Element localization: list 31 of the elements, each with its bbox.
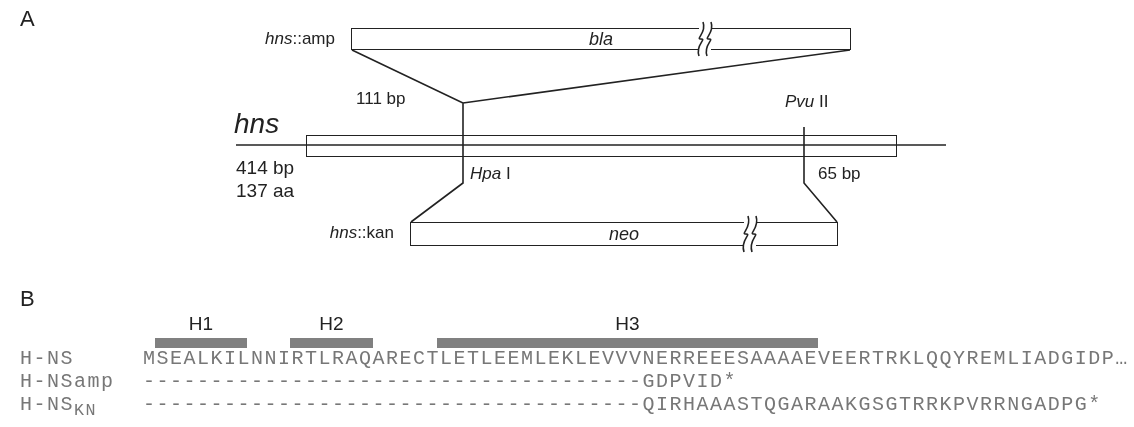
insertion-line bbox=[803, 126, 838, 223]
gene-box bbox=[410, 222, 838, 246]
insertion-line bbox=[410, 134, 464, 223]
gene-label: bla bbox=[589, 28, 613, 50]
row-name: H-NS$_{KN}$ bbox=[20, 395, 97, 420]
row-name: H-NSamp bbox=[20, 372, 115, 392]
helix-label: H1 bbox=[188, 313, 214, 334]
helix-bar bbox=[437, 338, 818, 348]
gene-name: hns bbox=[234, 110, 280, 138]
row-name: H-NS bbox=[20, 349, 74, 369]
helix-bar bbox=[155, 338, 247, 348]
sequence: MSEALKILNNIRTLRAQARECTLETLEEMLEKLEVVVNERREEESAAAAEVEERTRKLQQYREMLIADGIDP… bbox=[143, 349, 1129, 369]
length-label: 111 bp bbox=[356, 90, 406, 107]
site-label: Hpa I bbox=[470, 165, 511, 182]
helix-bar bbox=[290, 338, 373, 348]
construct-label: hns::kan bbox=[329, 224, 394, 241]
length-label: 137 aa bbox=[236, 181, 295, 200]
insertion-line bbox=[351, 49, 851, 136]
sequence: -------------------------------------QIRHAAASTQGARAAKGSGTRRKPVRRNGADPG* bbox=[143, 395, 1102, 415]
site-label: Pvu II bbox=[785, 93, 829, 110]
length-label: 414 bp bbox=[236, 158, 295, 177]
helix-label: H2 bbox=[319, 313, 344, 334]
sequence: -------------------------------------GDPVID* bbox=[143, 372, 738, 392]
panel-letter: B bbox=[20, 288, 35, 310]
helix-label: H3 bbox=[615, 313, 640, 334]
construct-label: hns::amp bbox=[265, 30, 335, 47]
length-label: 65 bp bbox=[818, 165, 861, 182]
gene-label: neo bbox=[608, 223, 639, 245]
gene-box bbox=[351, 28, 851, 50]
panel-letter: A bbox=[20, 8, 35, 30]
gene-bar bbox=[306, 135, 897, 157]
